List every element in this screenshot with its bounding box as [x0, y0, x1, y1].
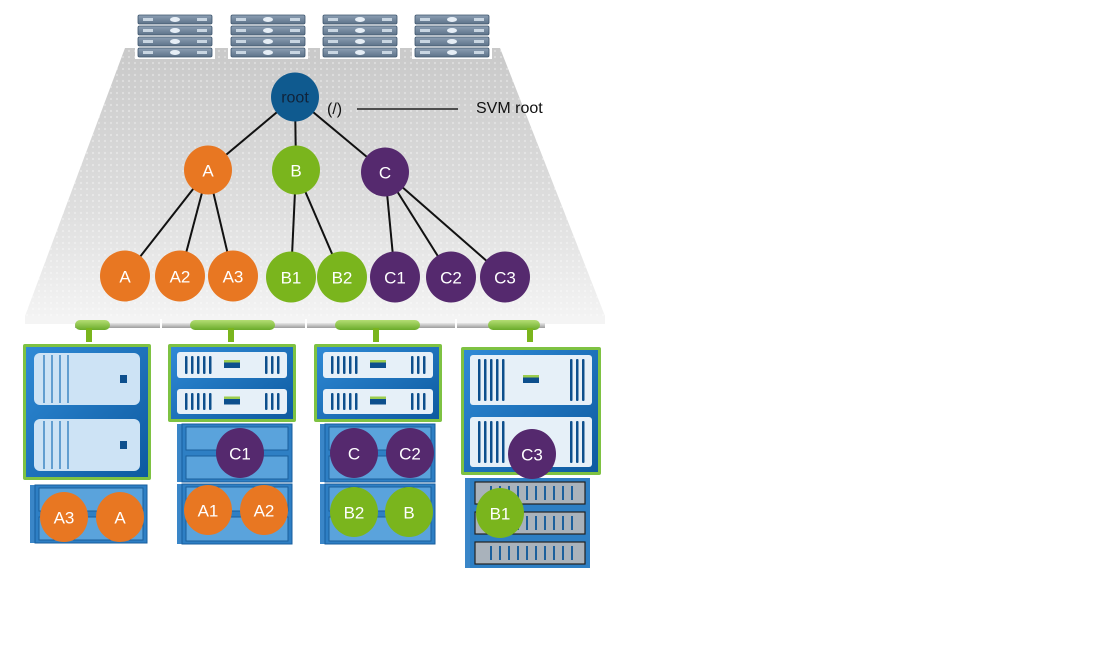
cluster-link-pipe: [488, 320, 540, 330]
server-rack-icon: [228, 12, 308, 59]
placed-volume-c1: C1: [216, 428, 264, 478]
volume-node-label: A: [202, 162, 214, 181]
interconnect-rail: [75, 323, 545, 328]
volume-node-label: C2: [399, 445, 421, 464]
placed-volume-a2: A2: [240, 485, 288, 535]
cluster-link-pipe: [190, 320, 275, 330]
top-servers: [135, 12, 492, 59]
volume-node-circle: [361, 147, 409, 197]
placed-volume-a3: A3: [40, 492, 88, 542]
volume-node-label: A3: [223, 268, 244, 287]
tree-node-c2: C2: [426, 251, 476, 303]
volume-node-circle: [330, 487, 378, 537]
tree-node-c: C: [361, 147, 409, 197]
cluster-link-pipe: [335, 320, 420, 330]
volume-node-label: A2: [254, 502, 275, 521]
volume-node-circle: [317, 251, 367, 303]
placed-volume-b1: B1: [476, 488, 524, 538]
volume-node-circle: [426, 251, 476, 303]
volume-node-label: A3: [54, 509, 75, 528]
volume-node-label: C2: [440, 269, 462, 288]
svm-root-annotation: (/) SVM root: [327, 100, 543, 118]
tree-edge: [384, 171, 506, 278]
volume-node-circle: [96, 492, 144, 542]
volume-node-label: root: [281, 90, 309, 107]
volume-node-label: B2: [332, 269, 353, 288]
tree-node-a: A: [184, 145, 232, 195]
volume-node-circle: [271, 72, 319, 122]
volume-node-circle: [155, 250, 205, 302]
volume-node-label: B: [403, 504, 414, 523]
tree-node-a2: A2: [155, 250, 205, 302]
cluster-link-stem: [527, 328, 533, 342]
volume-node-circle: [480, 251, 530, 303]
volume-node-circle: [208, 250, 258, 302]
rail-divider: [160, 319, 162, 333]
server-rack-icon: [412, 12, 492, 59]
cluster-link-stem: [86, 328, 92, 342]
storage-node-1: A3 A: [23, 344, 151, 544]
volume-node-label: C3: [521, 446, 543, 465]
volume-node-circle: [266, 251, 316, 303]
volume-node-circle: [184, 145, 232, 195]
cluster-link-pipe: [75, 320, 110, 330]
cluster-interconnect: [75, 319, 545, 342]
volume-node-label: B1: [490, 505, 511, 524]
tree-node-a1: A: [100, 250, 150, 302]
volume-node-circle: [330, 428, 378, 478]
placed-volume-b2: B2: [330, 487, 378, 537]
volume-node-label: C1: [384, 269, 406, 288]
svm-root-label: SVM root: [476, 100, 543, 117]
server-rack-icon: [135, 12, 215, 59]
tree-node-b2: B2: [317, 251, 367, 303]
root-path-label: (/): [327, 101, 342, 118]
volume-node-label: B2: [344, 504, 365, 523]
volume-node-circle: [184, 485, 232, 535]
volume-node-label: A1: [198, 502, 219, 521]
volume-node-circle: [508, 429, 556, 479]
volume-node-label: A2: [170, 268, 191, 287]
volume-node-circle: [476, 488, 524, 538]
volume-node-circle: [100, 250, 150, 302]
volume-node-circle: [216, 428, 264, 478]
volume-node-label: C3: [494, 269, 516, 288]
placed-volume-b: B: [385, 487, 433, 537]
volume-node-circle: [386, 428, 434, 478]
rail-divider: [305, 319, 307, 333]
volume-node-circle: [370, 251, 420, 303]
volume-node-circle: [240, 485, 288, 535]
tree-node-b1: B1: [266, 251, 316, 303]
placed-volume-c3: C3: [508, 429, 556, 479]
volume-node-label: B: [290, 162, 301, 181]
tree-node-c3: C3: [480, 251, 530, 303]
tree-node-c1: C1: [370, 251, 420, 303]
volume-node-circle: [272, 145, 320, 195]
cluster-link-stem: [228, 328, 234, 342]
tree-node-b: B: [272, 145, 320, 195]
tree-node-root: root: [271, 72, 319, 122]
volume-node-circle: [385, 487, 433, 537]
server-rack-icon: [320, 12, 400, 59]
volume-node-label: A: [114, 509, 126, 528]
placed-volume-c2: C2: [386, 428, 434, 478]
tree-node-a3: A3: [208, 250, 258, 302]
placed-volume-a: A: [96, 492, 144, 542]
cluster-link-stem: [373, 328, 379, 342]
volume-node-label: B1: [281, 269, 302, 288]
placed-volume-c: C: [330, 428, 378, 478]
volume-node-label: C: [348, 445, 360, 464]
volume-node-circle: [40, 492, 88, 542]
volume-node-label: C1: [229, 445, 251, 464]
volume-node-label: C: [379, 164, 391, 183]
volume-node-label: A: [119, 268, 131, 287]
placed-volume-a1: A1: [184, 485, 232, 535]
rail-divider: [455, 319, 457, 333]
